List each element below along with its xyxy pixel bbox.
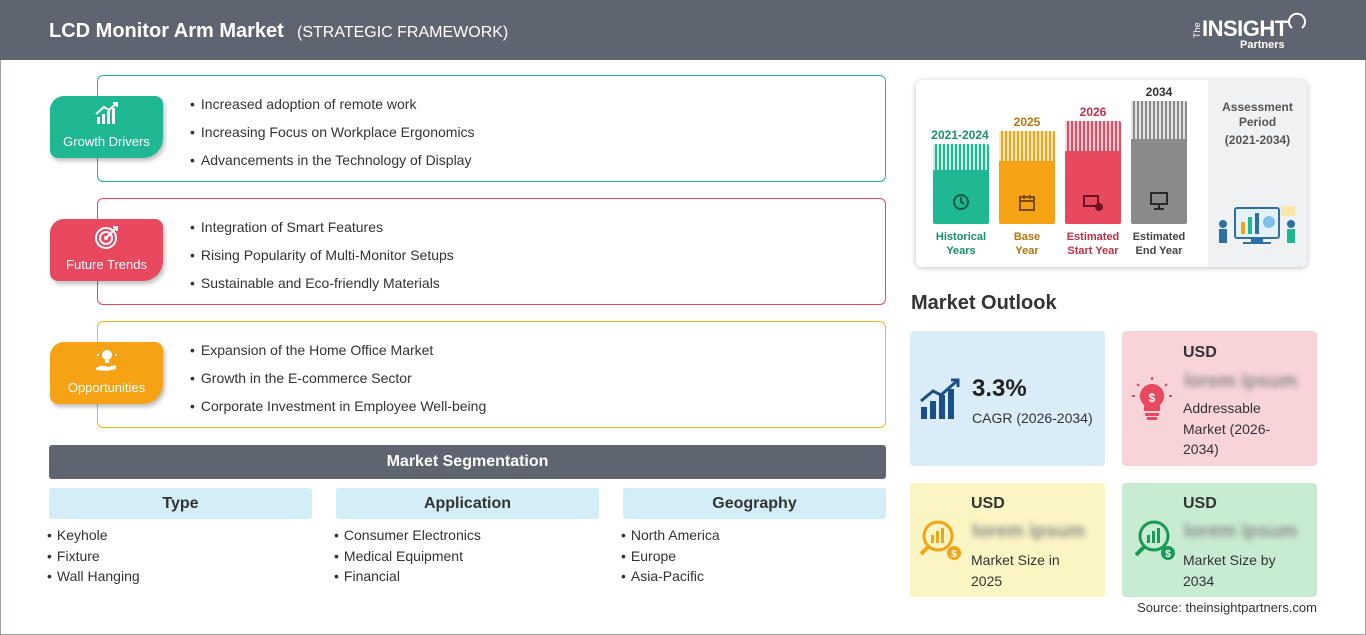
future-trends-list: Integration of Smart Features Rising Pop… [190,218,454,302]
opportunities-list: Expansion of the Home Office Market Grow… [190,341,486,425]
blurred-value: lorem ipsum [1184,521,1297,542]
timeline-bar-base [999,131,1055,224]
tag-label: Growth Drivers [63,134,150,149]
opportunities-box: Expansion of the Home Office Market Grow… [97,321,886,428]
list-item: Increasing Focus on Workplace Ergonomics [190,123,475,151]
money-magnifier-icon: $ [919,520,961,560]
list-item: Increased adoption of remote work [190,95,475,123]
growth-drivers-list: Increased adoption of remote work Increa… [190,95,475,179]
list-item: Growth in the E-commerce Sector [190,369,486,397]
bar-label-historical: Historical Years [935,231,987,257]
history-icon [953,194,969,210]
blurred-value: lorem ipsum [1184,371,1297,392]
svg-text:$: $ [1165,549,1171,560]
market-outlook-title: Market Outlook [911,292,1057,314]
assessment-title: Assessment Period [1222,100,1293,129]
growth-drivers-tag: Growth Drivers [50,96,163,158]
bar-label-start: Estimated Start Year [1066,231,1120,257]
currency-label: USD [1183,344,1217,361]
list-item: Financial [334,567,481,588]
growth-chart-icon [95,102,118,124]
currency-label: USD [971,495,1005,512]
list-item: Medical Equipment [334,547,481,568]
analytics-people-icon [1219,206,1295,244]
tag-label: Opportunities [67,380,146,395]
list-item: Europe [621,547,720,568]
year-label-end: 2034 [1145,85,1173,99]
bar-label-base: Base Year [1013,231,1041,257]
dollar-bulb-icon: $ [1132,377,1172,420]
page-subtitle: (STRATEGIC FRAMEWORK) [297,24,509,41]
segment-heading-application: Application [336,488,599,519]
market-size-2034-card: USD lorem ipsum $ Market Size by 2034 [1122,483,1317,597]
addressable-market-label: Addressable Market (2026-2034) [1183,400,1271,457]
list-item: Integration of Smart Features [190,218,454,246]
segment-list-geography: North America Europe Asia-Pacific [621,526,720,588]
timeline-bar-start [1065,121,1121,224]
segment-heading-type: Type [49,488,312,519]
year-label-historical: 2021-2024 [931,128,989,142]
page-title: LCD Monitor Arm Market [49,20,284,42]
year-label-start: 2026 [1079,105,1107,119]
market-segmentation-bar: Market Segmentation [49,445,886,479]
market-size-2034-label: Market Size by 2034 [1183,552,1276,589]
segment-list-type: Keyhole Fixture Wall Hanging [47,526,140,588]
list-item: North America [621,526,720,547]
header-bar: LCD Monitor Arm Market (STRATEGIC FRAMEW… [0,0,1366,60]
opportunities-tag: Opportunities [50,342,163,404]
forecast-start-icon [1083,195,1103,211]
list-item: Rising Popularity of Multi-Monitor Setup… [190,246,454,274]
lightbulb-hand-icon [96,348,117,371]
cagr-value: 3.3% [972,375,1027,402]
target-icon [95,226,118,249]
list-item: Consumer Electronics [334,526,481,547]
insight-partners-logo[interactable]: The INSIGHT Partners [1192,10,1312,52]
list-item: Wall Hanging [47,567,140,588]
growth-drivers-box: Increased adoption of remote work Increa… [97,75,886,182]
cagr-label: CAGR (2026-2034) [972,410,1093,426]
timeline-bar-historical [933,144,989,224]
growth-chart-icon [920,378,960,419]
list-item: Asia-Pacific [621,567,720,588]
money-magnifier-icon: $ [1134,520,1175,560]
market-size-2025-card: USD lorem ipsum $ Market Size in 2025 [910,483,1105,597]
timeline-bar-end [1131,101,1187,224]
list-item: Fixture [47,547,140,568]
calendar-icon [1019,195,1035,211]
tag-label: Future Trends [66,257,147,272]
future-trends-box: Integration of Smart Features Rising Pop… [97,198,886,305]
assessment-period: (2021-2034) [1224,133,1291,147]
list-item: Expansion of the Home Office Market [190,341,486,369]
blurred-value: lorem ipsum [972,521,1085,542]
svg-text:$: $ [1149,391,1156,405]
future-trends-tag: Future Trends [50,219,163,281]
list-item: Keyhole [47,526,140,547]
list-item: Advancements in the Technology of Displa… [190,151,475,179]
year-label-base: 2025 [1013,115,1041,129]
segment-list-application: Consumer Electronics Medical Equipment F… [334,526,481,588]
cagr-card: 3.3% CAGR (2026-2034) [910,331,1105,466]
market-size-2025-label: Market Size in 2025 [971,552,1060,589]
assessment-period-panel: Assessment Period (2021-2034) [1208,80,1307,267]
source-note: Source: theinsightpartners.com [1137,600,1317,615]
currency-label: USD [1183,495,1217,512]
bar-label-end: Estimated End Year [1132,231,1186,257]
addressable-market-card: USD lorem ipsum $ Addressable Market (20… [1122,331,1317,466]
list-item: Sustainable and Eco-friendly Materials [190,274,454,302]
logo-arc-icon [1288,12,1306,29]
forecast-end-icon [1150,192,1168,210]
svg-text:$: $ [951,549,957,560]
list-item: Corporate Investment in Employee Well-be… [190,397,486,425]
segment-heading-geography: Geography [623,488,886,519]
